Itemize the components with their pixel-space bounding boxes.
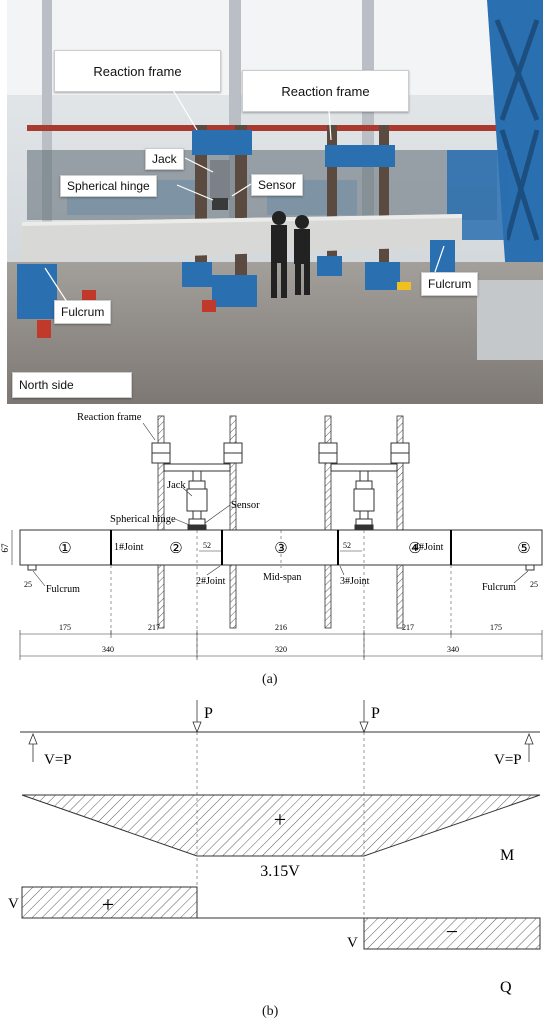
cross-beam-right <box>330 463 398 472</box>
load-p-right: P <box>371 705 380 722</box>
shear-negative <box>363 917 541 950</box>
photo-leader-lines <box>44 89 445 303</box>
joint-1-label: 1#Joint <box>114 542 144 553</box>
segment-1: ① <box>58 541 71 557</box>
segment-3: ③ <box>274 541 287 557</box>
fulcrum-right-label: Fulcrum <box>482 582 516 593</box>
label-fulcrum-left: Fulcrum <box>54 300 112 324</box>
reaction-arrow-right <box>524 732 534 745</box>
load-p-left: P <box>204 705 213 722</box>
joint-dim-right: 52 <box>343 541 351 550</box>
joint-4-label: 4#Joint <box>414 542 444 553</box>
load-arrow-right <box>359 721 369 734</box>
caption-a: (a) <box>262 672 278 687</box>
segment-2: ② <box>169 541 182 557</box>
photo-scene <box>7 0 543 404</box>
dim-row2-2: 320 <box>275 645 287 654</box>
internal-force-diagram: P P V=P V=P + 3.15V M V + V − Q <box>8 700 541 996</box>
support-left <box>27 564 37 571</box>
moment-plus: + <box>274 807 286 832</box>
shear-positive <box>21 886 198 919</box>
spherical-hinge-label: Spherical hinge <box>110 514 176 525</box>
label-reaction-frame-left: Reaction frame <box>54 50 221 92</box>
segment-4: ④ <box>408 541 421 557</box>
jack-left <box>186 470 208 530</box>
segment-5: ⑤ <box>517 541 530 557</box>
label-fulcrum-right: Fulcrum <box>421 272 479 296</box>
frame-nuts <box>151 442 410 464</box>
moment-diagram <box>21 794 541 857</box>
threaded-rods <box>157 415 404 629</box>
jack-right <box>353 470 375 530</box>
caption-b: (b) <box>262 1004 279 1019</box>
dim-row2-1: 340 <box>102 645 114 654</box>
test-setup-photo: Reaction frame Reaction frame Jack Spher… <box>7 0 543 404</box>
reaction-frame-label: Reaction frame <box>77 412 142 423</box>
jack-label: Jack <box>167 480 186 491</box>
label-reaction-frame-right: Reaction frame <box>242 70 409 112</box>
reaction-arrow-left <box>28 732 38 745</box>
joint-2-label: 2#Joint <box>196 576 226 587</box>
sensor-label: Sensor <box>231 500 260 511</box>
end-dim-right: 25 <box>530 580 538 589</box>
dim-row1-3: 216 <box>275 623 287 632</box>
joint-3-label: 3#Joint <box>340 576 370 587</box>
label-spherical-hinge: Spherical hinge <box>60 175 157 197</box>
reaction-v-right: V=P <box>494 752 522 768</box>
dim-row1-5: 175 <box>490 623 502 632</box>
label-north-side: North side <box>12 372 132 398</box>
beam-outline <box>19 529 543 566</box>
shear-v-left: V <box>8 896 19 912</box>
dim-row1-2: 217 <box>148 623 160 632</box>
label-sensor: Sensor <box>251 174 304 196</box>
label-jack: Jack <box>145 148 184 170</box>
cross-beam-left <box>163 463 231 472</box>
support-right <box>525 564 535 571</box>
dim-row1-1: 175 <box>59 623 71 632</box>
reaction-v-left: V=P <box>44 752 72 768</box>
shear-v-right: V <box>347 935 358 951</box>
height-dim: 67 <box>0 543 10 553</box>
fulcrum-left-label: Fulcrum <box>46 584 80 595</box>
shear-label: Q <box>500 979 512 996</box>
moment-value: 3.15V <box>260 863 300 880</box>
end-dim-left: 25 <box>24 580 32 589</box>
shear-plus: + <box>102 892 114 917</box>
dim-row1-4: 217 <box>402 623 414 632</box>
load-arrow-left <box>192 721 202 734</box>
moment-label: M <box>500 847 514 864</box>
dim-row2-3: 340 <box>447 645 459 654</box>
shear-minus: − <box>446 919 458 944</box>
joint-dim-left: 52 <box>203 541 211 550</box>
elevation-drawing: 67 Reaction frame Jack Sensor Spherical … <box>0 412 543 660</box>
mid-span-label: Mid-span <box>263 572 301 583</box>
